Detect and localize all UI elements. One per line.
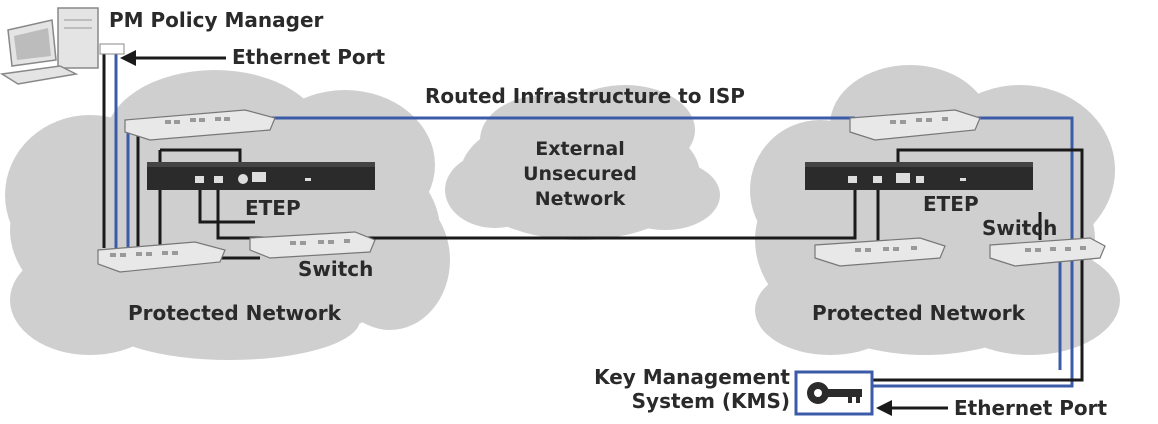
etep-right-device bbox=[805, 162, 1033, 190]
switch-left-top bbox=[124, 109, 276, 141]
etep-left-device bbox=[147, 162, 375, 190]
switch-left-bottom bbox=[97, 241, 226, 273]
external-network-line1: External bbox=[535, 138, 625, 160]
arrow-ethernet-port-bottom bbox=[876, 400, 948, 416]
arrow-ethernet-port-top bbox=[120, 50, 226, 66]
switch-right-top bbox=[849, 109, 981, 141]
switch-left-label: Switch bbox=[298, 257, 374, 281]
key-icon bbox=[794, 370, 874, 416]
external-network-line3: Network bbox=[534, 188, 626, 210]
desktop-computer-icon bbox=[0, 7, 125, 85]
ethernet-port-bottom-label: Ethernet Port bbox=[954, 396, 1108, 420]
kms-label-line1: Key Management bbox=[594, 365, 790, 389]
switch-right-bottom-left bbox=[814, 237, 946, 267]
etep-left-label: ETEP bbox=[245, 196, 301, 220]
ethernet-port-top-label: Ethernet Port bbox=[232, 45, 386, 69]
pm-policy-manager-label: PM Policy Manager bbox=[109, 8, 324, 32]
protected-network-left-label: Protected Network bbox=[128, 301, 341, 325]
routed-infrastructure-label: Routed Infrastructure to ISP bbox=[425, 84, 745, 108]
switch-left-mid bbox=[249, 231, 376, 259]
etep-right-label: ETEP bbox=[923, 192, 979, 216]
external-network-line2: Unsecured bbox=[523, 163, 637, 185]
kms-label-line2: System (KMS) bbox=[631, 389, 790, 413]
protected-network-right-label: Protected Network bbox=[812, 301, 1025, 325]
switch-right-bottom-right bbox=[989, 237, 1106, 267]
switch-right-label: Switch bbox=[982, 216, 1058, 240]
